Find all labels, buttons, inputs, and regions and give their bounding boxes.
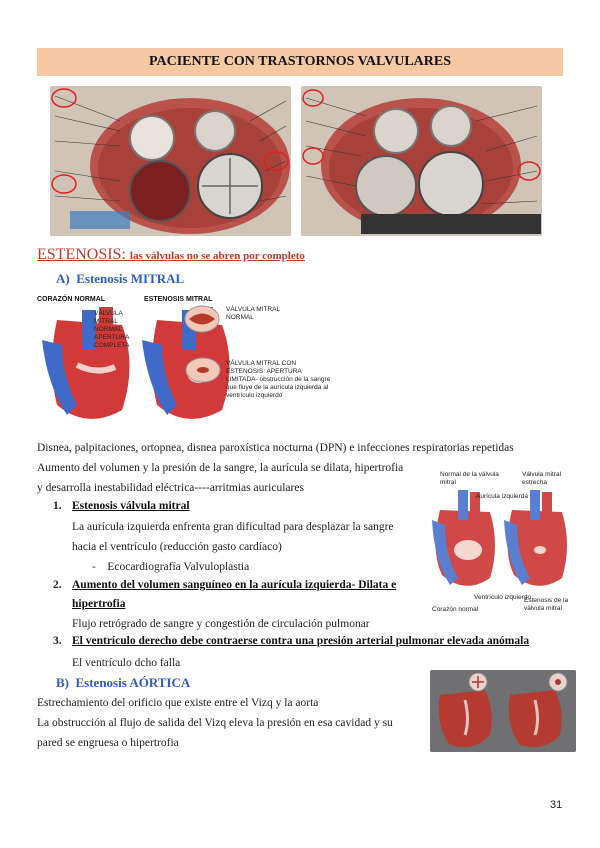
note-normal: VÁLVULA MITRAL NORMAL: APERTURA COMPLETA <box>94 310 130 349</box>
mitral-letter: A) <box>56 271 70 286</box>
item-3-text1: El ventrículo dcho falla <box>72 657 181 669</box>
page-title: PACIENTE CON TRASTORNOS VALVULARES <box>37 48 563 76</box>
fig2-label-normal: Normal de la válvula mitral <box>440 471 499 486</box>
normal-valve-icon <box>183 304 221 334</box>
estenosis-heading: ESTENOSIS: las válvulas no se abren por … <box>37 246 305 264</box>
fig2-label-stenosis: Válvula mitral estrecha <box>522 471 562 486</box>
fig2-label-ventricle: Ventrículo izquierdo <box>474 594 532 601</box>
item-1-number: 1. <box>53 500 62 512</box>
mitral-symptoms: Disnea, palpitaciones, ortopnea, disnea … <box>37 442 514 454</box>
fig-label-stenosis: ESTENOSIS MITRAL <box>144 296 213 303</box>
item-2-number: 2. <box>53 579 62 591</box>
valves-diagram-left <box>50 86 291 236</box>
aortic-title: Estenosis AÓRTICA <box>75 675 191 690</box>
mitral-title: Estenosis MITRAL <box>76 271 185 286</box>
item-2-text1: Flujo retrógrado de sangre y congestión … <box>72 618 370 630</box>
valves-diagram-right <box>301 86 542 236</box>
mitral-line2: Aumento del volumen y la presión de la s… <box>37 462 404 474</box>
item-1-bullet-text: Ecocardiografía Valvuloplastia <box>107 561 250 573</box>
mitral-line3: y desarrolla inestabilidad eléctrica----… <box>37 482 304 494</box>
stenosis-valve-icon <box>184 356 222 384</box>
aortic-line2: La obstrucción al flujo de salida del Vi… <box>37 717 393 729</box>
item-3-number: 3. <box>53 635 62 647</box>
fig2-label-atrium: Aurícula izquierda <box>476 493 529 500</box>
mitral-heading: A) Estenosis MITRAL <box>56 271 184 287</box>
page-title-text: PACIENTE CON TRASTORNOS VALVULARES <box>149 54 451 69</box>
aortic-figure <box>430 670 576 752</box>
mitral-comparison-figure <box>428 470 574 610</box>
aortic-heading: B) Estenosis AÓRTICA <box>56 675 190 691</box>
fig-label-normal: CORAZÓN NORMAL <box>37 296 106 303</box>
item-1-text2: hacia el ventrículo (reducción gasto car… <box>72 541 282 553</box>
estenosis-title: ESTENOSIS: <box>37 246 126 263</box>
aortic-line3: pared se engruesa o hipertrofia <box>37 737 179 749</box>
page-number: 31 <box>550 799 563 811</box>
fig2-label-stenosis-bottom: Estenosis de la válvula mitral <box>524 597 569 612</box>
aortic-line1: Estrechamiento del orificio que existe e… <box>37 697 319 709</box>
note-stenosis: VÁLVULA MITRAL CON ESTENOSIS: APERTURA L… <box>226 360 331 399</box>
item-2-title-line2: hipertrofia <box>72 598 126 610</box>
item-2-title-line1: Aumento del volumen sanguíneo en la aurí… <box>72 579 397 591</box>
estenosis-subtitle: las válvulas no se abren por completo <box>129 250 305 262</box>
fig2-label-heart: Corazón normal <box>432 606 479 613</box>
item-1-title: Estenosis válvula mitral <box>72 500 190 512</box>
item-1-text1: La aurícula izquierda enfrenta gran difi… <box>72 521 394 533</box>
item-3-title: El ventrículo derecho debe contraerse co… <box>72 635 530 647</box>
aortic-letter: B) <box>56 675 69 690</box>
note-valve: VÁLVULA MITRAL NORMAL <box>226 306 280 321</box>
item-1-bullet: - Ecocardiografía Valvuloplastia <box>92 561 250 573</box>
